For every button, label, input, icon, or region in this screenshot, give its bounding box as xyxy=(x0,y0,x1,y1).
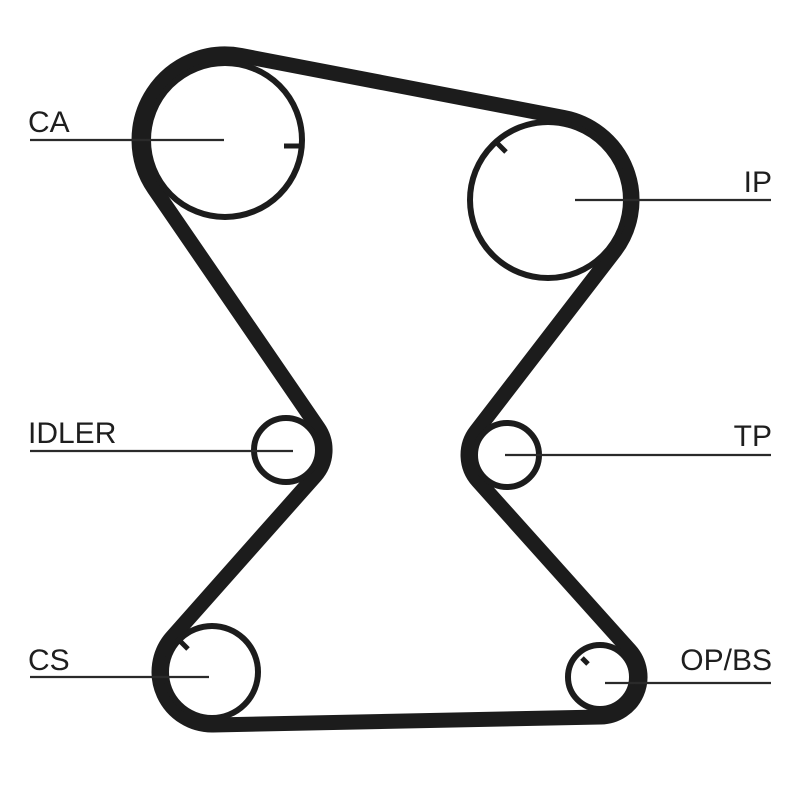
label-cs: CS xyxy=(28,644,70,677)
label-opbs: OP/BS xyxy=(680,644,772,677)
timing-mark-cs xyxy=(178,639,190,651)
pulley-cs xyxy=(163,623,261,721)
label-ip: IP xyxy=(744,166,772,199)
timing-mark-opbs xyxy=(580,656,590,666)
pulley-opbs xyxy=(565,642,635,712)
label-idler: IDLER xyxy=(28,417,116,450)
timing-mark-ip xyxy=(495,141,508,154)
label-tp: TP xyxy=(734,420,772,453)
timing-belt xyxy=(131,46,648,733)
label-ca: CA xyxy=(28,106,70,139)
